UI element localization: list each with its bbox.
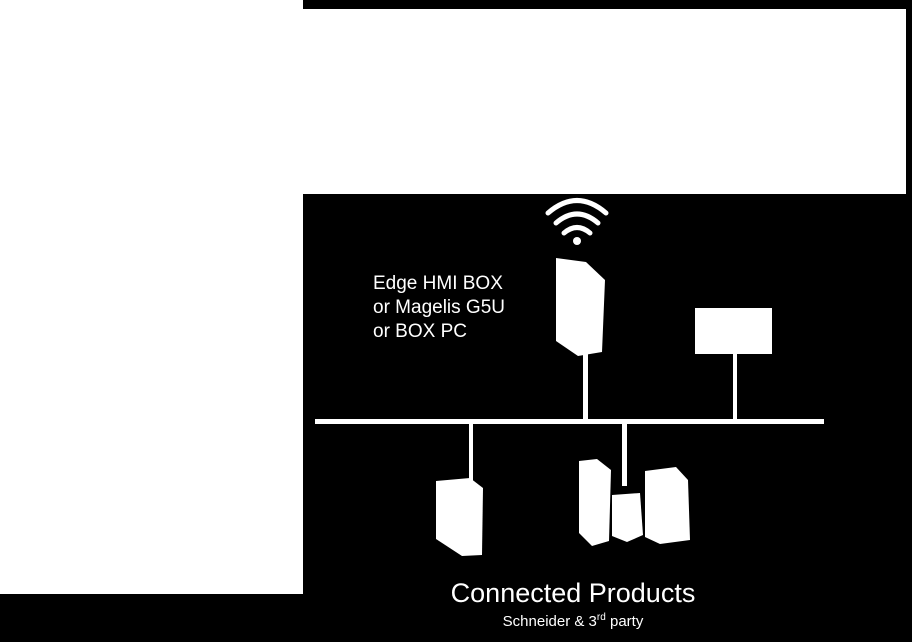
edge-hmi-box-device <box>556 258 605 356</box>
wifi-icon <box>545 198 609 245</box>
left-panel <box>0 0 303 594</box>
top-panel <box>303 9 906 194</box>
hmi-label-line1: Edge HMI BOX <box>373 273 503 294</box>
subtitle-end: party <box>605 613 644 630</box>
plc-device <box>436 478 483 556</box>
network-bus <box>315 419 824 424</box>
box-connector <box>733 352 737 420</box>
modular-controller-device <box>579 459 690 546</box>
hmi-label: Edge HMI BOX or Magelis G5U or BOX PC <box>373 272 505 344</box>
subtitle-main: Schneider & 3 <box>502 613 597 630</box>
hmi-label-line3: or BOX PC <box>373 321 467 342</box>
plc-connector <box>469 423 473 486</box>
network-device-box <box>695 308 772 354</box>
subtitle-superscript: rd <box>596 612 606 623</box>
connected-products-subtitle: Schneider & 3rd party <box>373 612 773 630</box>
hmi-label-line2: or Magelis G5U <box>373 297 505 318</box>
controller-connector <box>622 423 627 486</box>
hmi-connector <box>583 352 588 420</box>
connected-products-title: Connected Products <box>450 578 696 608</box>
